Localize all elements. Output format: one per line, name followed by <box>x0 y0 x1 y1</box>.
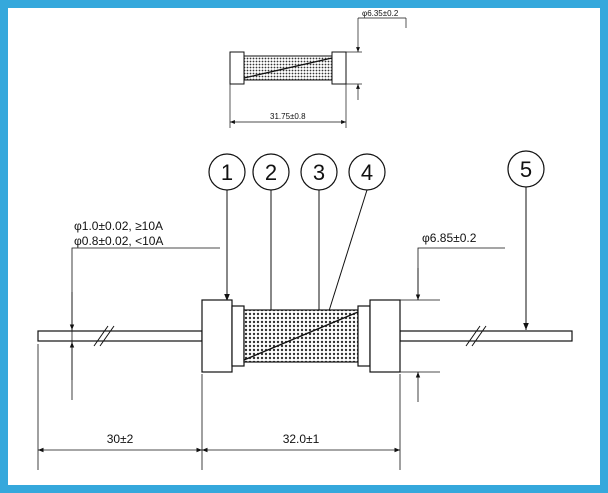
svg-text:3: 3 <box>313 160 325 185</box>
length-dimensions <box>37 344 401 470</box>
top-view-end-cap-left <box>229 51 245 85</box>
body-diameter-label: φ6.85±0.2 <box>422 231 477 245</box>
fuse-technical-drawing: φ6.35±0.2 31.75±0.8 1 2 3 4 5 <box>37 9 573 470</box>
callout-bubbles: 1 2 3 4 5 <box>208 150 545 191</box>
top-view-fuse-wire <box>243 57 333 79</box>
lead-length-label: 30±2 <box>107 432 134 446</box>
top-view-end-cap-right <box>331 51 347 85</box>
svg-text:1: 1 <box>221 160 233 185</box>
lead-left <box>37 330 203 342</box>
lead-spec-line-1: φ1.0±0.02, ≥10A <box>74 219 163 233</box>
lead-diameter-dimension <box>69 247 220 400</box>
end-cap-right <box>369 299 401 373</box>
end-cap-right-inner <box>357 305 371 367</box>
svg-text:2: 2 <box>265 160 277 185</box>
callout-4: 4 <box>348 153 386 191</box>
svg-text:4: 4 <box>361 160 373 185</box>
top-view-length-label: 31.75±0.8 <box>270 112 306 121</box>
body-length-label: 32.0±1 <box>283 432 320 446</box>
fuse-wire <box>243 311 359 361</box>
callout-3: 3 <box>300 153 338 191</box>
fuse-main-view <box>37 299 573 373</box>
top-view <box>229 17 407 128</box>
lead-right <box>399 330 573 342</box>
top-view-diameter-label: φ6.35±0.2 <box>362 9 399 18</box>
callout-5: 5 <box>507 150 545 188</box>
end-cap-left <box>201 299 233 373</box>
callout-2: 2 <box>252 153 290 191</box>
lead-spec-line-2: φ0.8±0.02, <10A <box>74 234 163 248</box>
svg-text:5: 5 <box>520 157 532 182</box>
callout-1: 1 <box>208 153 246 191</box>
leader-4 <box>322 189 368 331</box>
callout-leaders <box>224 187 529 331</box>
body-diameter-dimension <box>400 247 505 402</box>
drawing-frame: φ6.35±0.2 31.75±0.8 1 2 3 4 5 <box>8 8 600 485</box>
end-cap-left-inner <box>231 305 245 367</box>
